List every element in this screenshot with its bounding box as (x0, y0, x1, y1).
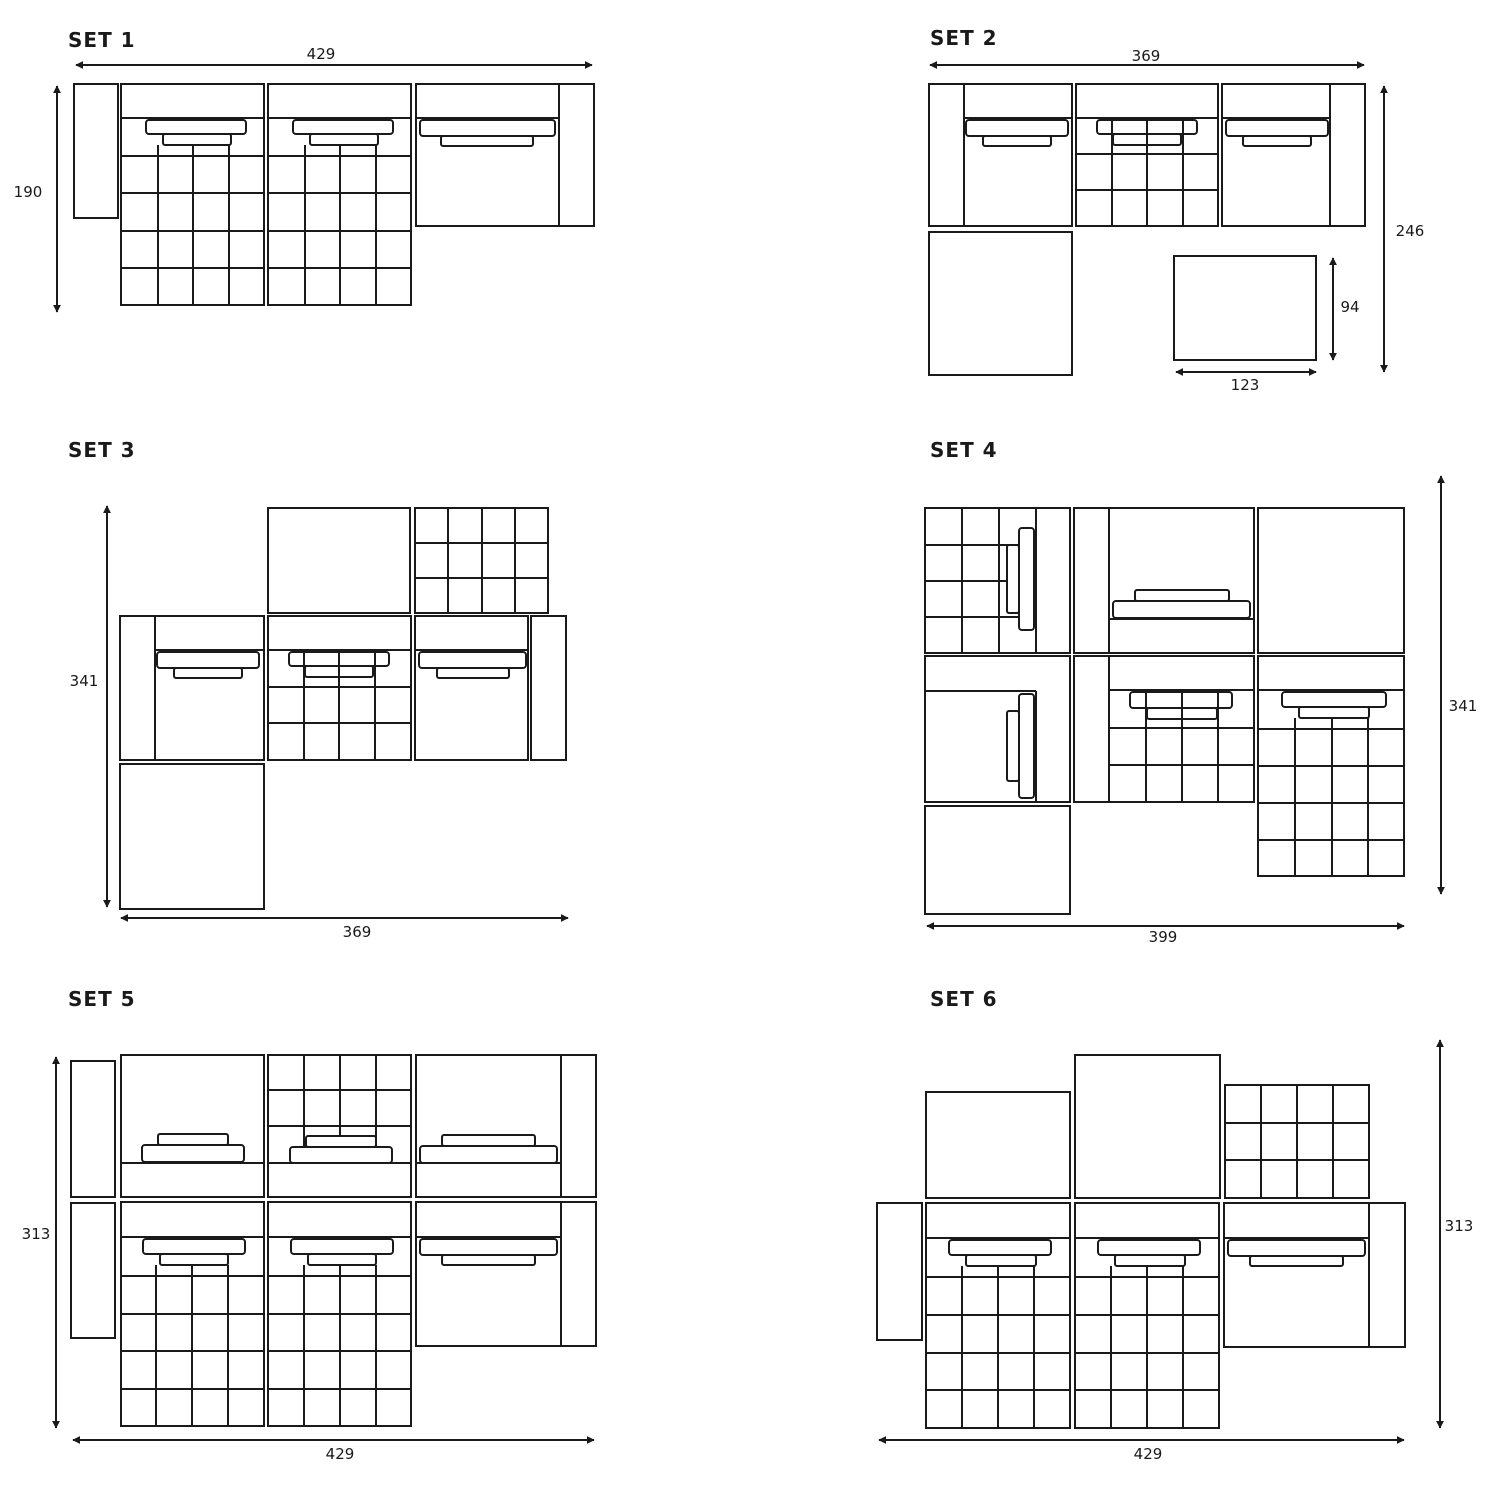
ottoman-module (1074, 1054, 1221, 1199)
depth-dimension-label: 313 (1445, 1217, 1474, 1235)
ottoman-module (1257, 507, 1405, 654)
set-1-layout: 429 190 (14, 45, 595, 313)
ottoman-module (267, 507, 411, 614)
corner-arm-module (1073, 507, 1255, 654)
middle-module (1075, 83, 1219, 227)
armrest-module (70, 1060, 116, 1198)
depth-dimension-label: 190 (14, 183, 43, 201)
pouf-depth-label: 94 (1340, 298, 1359, 316)
back-facing-seat-module (120, 1054, 265, 1198)
set-4-layout: 341 399 (924, 475, 1478, 946)
depth-dimension-label: 341 (70, 672, 99, 690)
chaise-module (267, 1201, 412, 1427)
chaise-module (120, 83, 265, 306)
corner-arm-module (415, 1201, 597, 1347)
width-dimension-label: 399 (1149, 928, 1178, 946)
chaise-module (925, 1202, 1071, 1429)
armrest-module (530, 615, 567, 761)
chaise-module (267, 83, 412, 306)
armrest-module (558, 83, 595, 227)
pouf-module (924, 805, 1071, 915)
width-dimension-label: 369 (343, 923, 372, 941)
width-dimension-label: 429 (326, 1445, 355, 1463)
set-2-layout: 369 246 94 123 (928, 47, 1425, 394)
set-3-title: SET 3 (68, 438, 136, 462)
width-dimension-label: 369 (1132, 47, 1161, 65)
quilted-ottoman-module (414, 507, 549, 614)
chaise-module (1257, 655, 1405, 877)
middle-module (267, 615, 412, 761)
armrest-module (70, 1202, 116, 1339)
depth-dimension-label: 246 (1396, 222, 1425, 240)
chaise-module (120, 1201, 265, 1427)
rotated-chaise-module (924, 507, 1071, 654)
width-dimension-label: 429 (307, 45, 336, 63)
ottoman-module (928, 231, 1073, 376)
set-4-title: SET 4 (930, 438, 998, 462)
pouf-module (1173, 255, 1317, 361)
back-facing-corner-module (415, 1054, 597, 1198)
seat-module (414, 615, 529, 761)
ottoman-module (119, 763, 265, 910)
middle-module (1073, 655, 1255, 803)
depth-dimension-label: 313 (22, 1225, 51, 1243)
armrest-module (73, 83, 119, 219)
set-5-layout: 313 429 (22, 1054, 597, 1463)
width-dimension-label: 429 (1134, 1445, 1163, 1463)
corner-arm-module (1221, 83, 1366, 227)
set-1-title: SET 1 (68, 28, 136, 52)
rotated-seat-module (924, 655, 1071, 803)
set-2-title: SET 2 (930, 26, 998, 50)
corner-arm-module (119, 615, 265, 761)
corner-arm-module (928, 83, 1073, 227)
set-6-layout: 313 429 (876, 1039, 1474, 1463)
chaise-module (1074, 1202, 1220, 1429)
pouf-module (925, 1091, 1071, 1199)
depth-dimension-label: 341 (1449, 697, 1478, 715)
back-facing-middle-module (267, 1054, 412, 1198)
seat-module (415, 83, 560, 227)
pouf-width-label: 123 (1231, 376, 1260, 394)
corner-arm-module (1223, 1202, 1406, 1348)
armrest-module (876, 1202, 923, 1341)
set-6-title: SET 6 (930, 987, 998, 1011)
quilted-ottoman-module (1224, 1084, 1370, 1199)
set-5-title: SET 5 (68, 987, 136, 1011)
set-3-layout: 341 369 (70, 505, 569, 941)
